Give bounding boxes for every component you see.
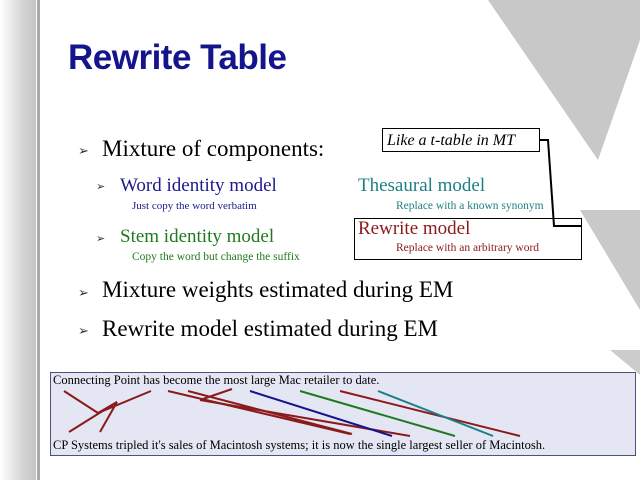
alignment-panel [50,372,636,456]
stem-identity-note: Copy the word but change the suffix [132,251,300,263]
target-sentence: CP Systems tripled it's sales of Macinto… [53,438,546,452]
left-decor-band [0,0,36,480]
bullet-weights: Mixture weights estimated during EM [102,277,454,302]
thesaural-note: Replace with a known synonym [396,200,544,212]
slide-title: Rewrite Table [68,38,287,77]
bullet-mixture: Mixture of components: [102,136,325,161]
left-decor-line [37,0,40,480]
stem-identity-label: Stem identity model [120,226,275,247]
source-sentence: Connecting Point has become the most lar… [53,373,380,387]
bullet-icon: ➢ [78,285,89,300]
decor-triangle-mid [580,210,640,310]
align-link [167,390,351,435]
align-link [68,401,118,433]
align-link [63,390,99,414]
decor-triangle-top [488,0,640,160]
word-identity-note: Just copy the word verbatim [132,200,257,212]
thesaural-label: Thesaural model [358,175,486,196]
align-link [299,390,456,437]
bullet-rewrite-em: Rewrite model estimated during EM [102,316,438,341]
bullet-icon: ➢ [78,323,89,338]
sub-bullet-icon: ➢ [96,181,106,193]
rewrite-label: Rewrite model [358,218,471,239]
align-link [377,390,494,437]
word-identity-label: Word identity model [120,175,277,196]
align-link [249,390,393,437]
sub-bullet-icon: ➢ [96,233,106,245]
bullet-icon: ➢ [78,143,89,158]
ttable-callout: Like a t-table in MT [382,128,540,152]
align-link [339,390,521,437]
decor-triangle-low [610,350,640,375]
align-link [199,388,233,401]
rewrite-note: Replace with an arbitrary word [396,242,540,254]
align-link [99,401,118,433]
